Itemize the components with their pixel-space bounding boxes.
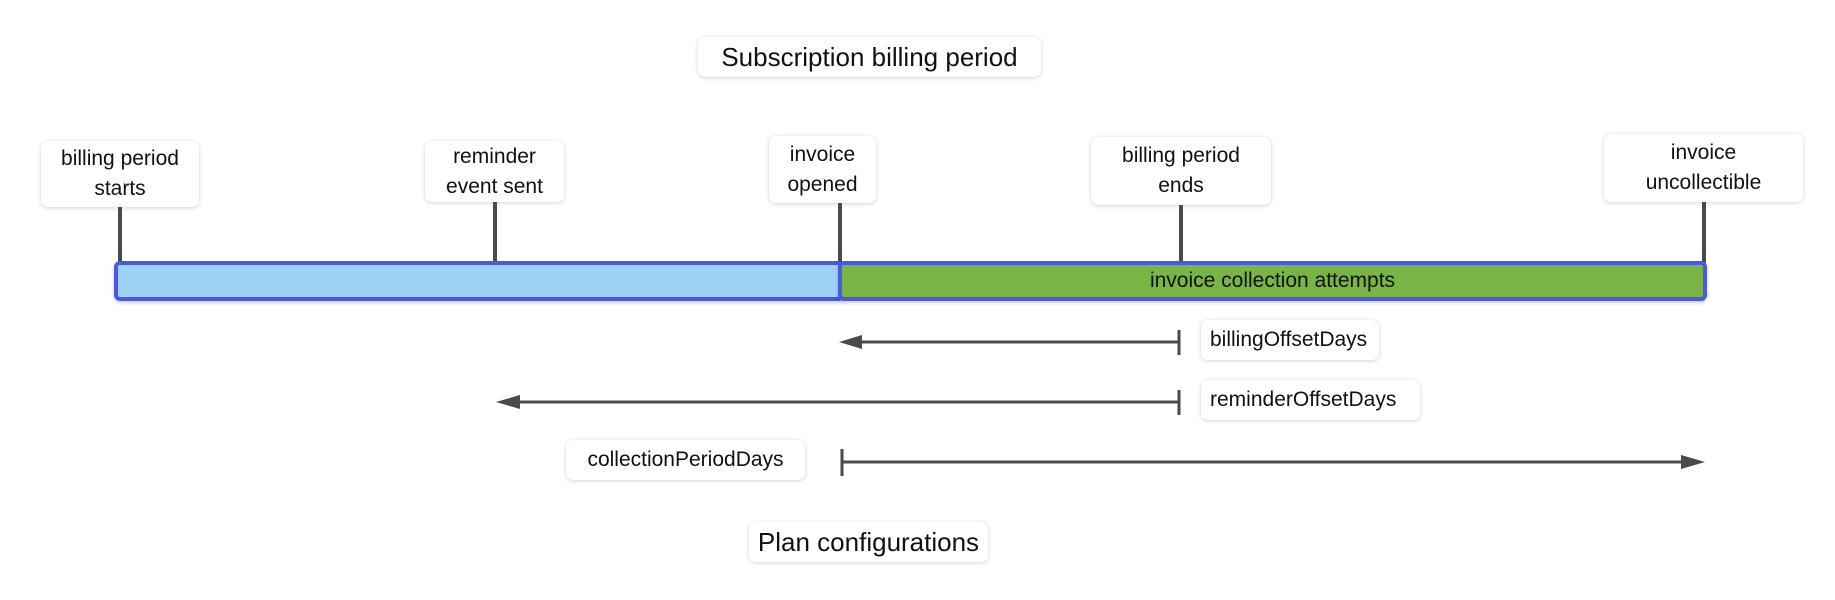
plan-configurations-title: Plan configurations — [749, 522, 988, 562]
tick-invoice-uncollectible — [1702, 202, 1706, 263]
collection-segment: invoice collection attempts — [838, 261, 1707, 301]
tick-billing-period-ends — [1179, 205, 1183, 263]
pre-invoice-segment — [114, 261, 844, 301]
collection-label: invoice collection attempts — [1149, 269, 1396, 292]
collection-period-label: collectionPeriodDays — [566, 440, 805, 480]
tick-invoice-opened — [838, 203, 842, 263]
event-label: reminder event sent — [446, 144, 543, 198]
event-invoice-opened: invoice opened — [769, 136, 876, 203]
collection-period-arrow — [840, 449, 1705, 476]
event-label: invoice uncollectible — [1645, 141, 1762, 194]
event-label: billing period starts — [61, 147, 179, 200]
diagram-title: Subscription billing period — [698, 37, 1041, 77]
reminder-offset-label: reminderOffsetDays — [1201, 380, 1420, 420]
event-billing-period-ends: billing period ends — [1091, 137, 1271, 205]
billing-offset-arrow — [839, 330, 1181, 355]
tick-billing-period-starts — [118, 207, 122, 263]
event-reminder-sent: reminder event sent — [425, 141, 564, 202]
tick-reminder-sent — [493, 202, 497, 263]
reminder-offset-arrow — [496, 390, 1181, 415]
event-invoice-uncollectible: invoice uncollectible — [1604, 134, 1803, 202]
event-label: invoice opened — [787, 142, 858, 196]
event-label: billing period ends — [1122, 144, 1240, 197]
billing-offset-label: billingOffsetDays — [1201, 320, 1379, 360]
event-billing-period-starts: billing period starts — [41, 141, 199, 207]
